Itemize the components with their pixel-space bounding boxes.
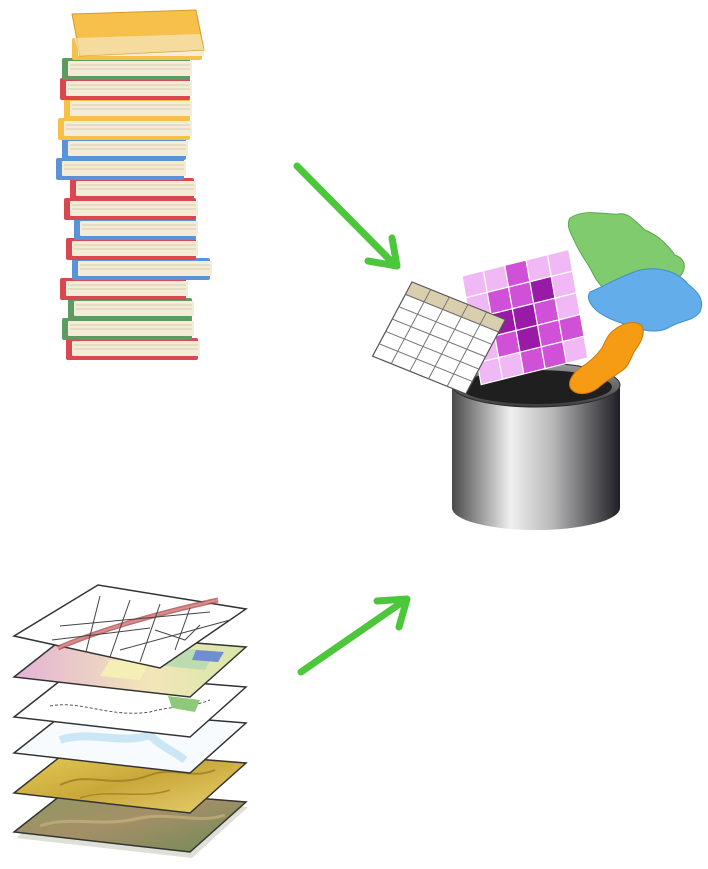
book bbox=[58, 118, 192, 140]
book bbox=[66, 338, 200, 360]
book-stack-icon bbox=[56, 9, 212, 360]
book bbox=[64, 198, 198, 220]
book bbox=[62, 58, 192, 80]
raster-cell bbox=[562, 335, 589, 365]
book bbox=[70, 178, 196, 200]
raster-cell bbox=[497, 351, 525, 381]
book bbox=[66, 238, 198, 260]
arrow-icon bbox=[293, 162, 401, 270]
book bbox=[62, 138, 188, 160]
raster-cell bbox=[540, 340, 568, 370]
book bbox=[56, 158, 186, 180]
book bbox=[74, 218, 198, 240]
book bbox=[60, 278, 188, 300]
vector-region-icon bbox=[569, 322, 644, 395]
attribute-table-icon bbox=[371, 281, 507, 395]
book bbox=[60, 78, 192, 100]
raster-grid-icon bbox=[461, 248, 589, 386]
raster-cell bbox=[519, 346, 546, 375]
book bbox=[72, 258, 212, 280]
vector-region-icon bbox=[587, 268, 703, 332]
book bbox=[71, 9, 205, 57]
book bbox=[68, 298, 194, 320]
map-layers-icon bbox=[12, 584, 248, 858]
book bbox=[64, 98, 192, 120]
layer-street-map bbox=[12, 584, 248, 669]
arrow-icon bbox=[297, 595, 411, 676]
book bbox=[62, 318, 194, 340]
